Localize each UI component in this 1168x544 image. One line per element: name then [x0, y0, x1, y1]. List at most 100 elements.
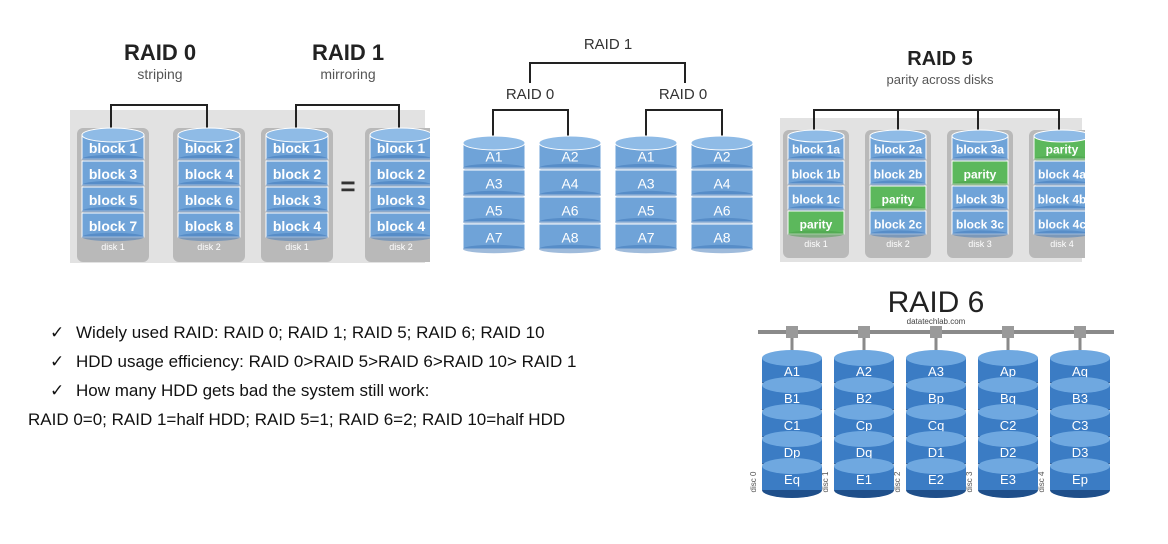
raid5-connector — [813, 109, 1060, 130]
raid6-block-label: B1 — [784, 391, 800, 406]
raid6-block-label: Bq — [1000, 391, 1016, 406]
disk-label: disk 1 — [101, 242, 125, 252]
raid1-connector — [295, 104, 400, 129]
disk-top — [869, 129, 927, 143]
raid6-disk-label: disc 0 — [749, 471, 758, 492]
raid6-platter-top — [906, 404, 966, 420]
note-text: How many HDD gets bad the system still w… — [76, 381, 430, 400]
raid6-block-label: Cp — [856, 418, 873, 433]
block-label: block 4c — [1038, 218, 1085, 232]
raid6-block-label: A1 — [784, 364, 800, 379]
disk-top — [538, 135, 602, 151]
block-label: A4 — [561, 176, 578, 192]
disk-top — [81, 127, 145, 143]
block-edge — [266, 232, 328, 242]
raid6-block-label: E3 — [1000, 472, 1016, 487]
note-item: ✓How many HDD gets bad the system still … — [50, 376, 576, 405]
block-label: A8 — [713, 230, 730, 246]
block-label: block 4 — [377, 218, 425, 234]
raid6-block-label: Bp — [928, 391, 944, 406]
check-icon: ✓ — [50, 323, 65, 342]
raid6-platter-top — [1050, 377, 1110, 393]
raid6-connector-node — [1002, 326, 1014, 338]
block-label: A1 — [485, 149, 502, 165]
raid6-block-label: D1 — [928, 445, 945, 460]
raid6-block-label: Eq — [784, 472, 800, 487]
raid10-left-connector — [492, 109, 569, 143]
block-label: A1 — [637, 149, 654, 165]
disk-label: disk 2 — [886, 239, 910, 249]
raid6-platter-top — [762, 404, 822, 420]
disk-top — [177, 127, 241, 143]
raid6-block-label: Ep — [1072, 472, 1088, 487]
block-label: A4 — [713, 176, 730, 192]
raid6-platter-top — [834, 350, 894, 366]
raid6-block-label: B3 — [1072, 391, 1088, 406]
block-label: block 1 — [377, 140, 425, 156]
check-icon: ✓ — [50, 352, 65, 371]
raid6-platter-top — [762, 377, 822, 393]
raid1-subtitle: mirroring — [320, 66, 376, 82]
disk-top — [787, 129, 845, 143]
block-label: A6 — [561, 203, 578, 219]
raid6-platter-top — [762, 350, 822, 366]
raid6-platter-top — [978, 404, 1038, 420]
raid6-platter-top — [1050, 350, 1110, 366]
raid6-block-label: E2 — [928, 472, 944, 487]
block-label: block 1 — [273, 140, 321, 156]
block-edge — [615, 244, 677, 254]
raid6-block-label: A3 — [928, 364, 944, 379]
raid5-subtitle: parity across disks — [886, 72, 994, 87]
block-label: block 4 — [185, 166, 233, 182]
raid6-block-label: C2 — [1000, 418, 1017, 433]
note-text: Widely used RAID: RAID 0; RAID 1; RAID 5… — [76, 323, 545, 342]
block-edge — [370, 232, 430, 242]
raid6-block-label: D2 — [1000, 445, 1017, 460]
disk-top — [265, 127, 329, 143]
block-edge — [178, 232, 240, 242]
raid6-platter-top — [834, 377, 894, 393]
raid6-connector-node — [1074, 326, 1086, 338]
raid0-connector — [110, 104, 208, 129]
disk-top — [369, 127, 430, 143]
block-label: block 4b — [1038, 193, 1085, 207]
disk-label: disk 1 — [285, 242, 309, 252]
raid6-title: RAID 6 — [888, 286, 985, 319]
block-label: block 4 — [273, 218, 321, 234]
block-label: block 2 — [185, 140, 233, 156]
disk-top — [614, 135, 678, 151]
block-label: block 2 — [377, 166, 425, 182]
raid10-right-label: RAID 0 — [658, 86, 708, 103]
disk-top — [1033, 129, 1085, 143]
block-label: A3 — [637, 176, 654, 192]
disk-label: disk 2 — [389, 242, 413, 252]
raid6-block-label: C3 — [1072, 418, 1089, 433]
raid6-platter-top — [978, 458, 1038, 474]
raid6-block-label: Cq — [928, 418, 945, 433]
raid6-platter-top — [762, 431, 822, 447]
block-label: block 3c — [956, 218, 1004, 232]
disk-top — [462, 135, 526, 151]
raid6-disk-label: disc 2 — [893, 471, 902, 492]
disk-label: disk 2 — [197, 242, 221, 252]
block-label: block 1b — [792, 168, 841, 182]
block-label: block 3a — [956, 143, 1004, 157]
raid10-top-connector — [529, 62, 686, 83]
block-label: A5 — [637, 203, 654, 219]
block-edge — [691, 244, 753, 254]
raid6-platter-top — [906, 377, 966, 393]
